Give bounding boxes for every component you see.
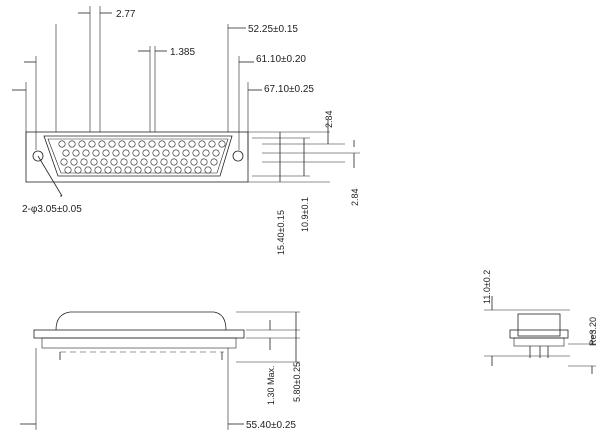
flange-width-label: 67.10±0.25 (264, 84, 314, 95)
pin-pitch-label: 2.77 (116, 9, 136, 20)
side-view: 11.0±0.2 Re3.20 (482, 270, 598, 374)
half-pitch-label: 1.385 (170, 47, 195, 58)
front-view: 2.77 52.25±0.15 1.385 61.10±0.20 67.10±0… (12, 6, 360, 255)
row-span-label: 52.25±0.15 (248, 24, 298, 35)
row-spacing-upper-label: 2.84 (324, 110, 334, 128)
overall-length-label: 55.40±0.25 (246, 420, 296, 431)
pin-row-2 (62, 149, 220, 157)
row-spacing-lower-label: 2.84 (350, 188, 360, 206)
pin-radius-label: Re3.20 (588, 317, 598, 346)
flange-height-label: 15.40±0.15 (276, 210, 286, 255)
body-height-label: 11.0±0.2 (482, 270, 492, 304)
pin-row-1 (58, 140, 226, 148)
shell-height-label: 10.9±0.1 (300, 197, 310, 232)
hole-span-label: 61.10±0.20 (256, 54, 306, 65)
mounting-holes-label: 2-φ3.05±0.05 (22, 204, 82, 215)
flange-thickness-label: 1.30 Max. (266, 365, 276, 405)
pin-row-3 (60, 158, 218, 166)
pin-row-4 (64, 166, 212, 174)
tail-length-label: 5.80±0.25 (292, 362, 302, 402)
bottom-view: 1.30 Max. 5.80±0.25 55.40±0.25 (20, 311, 302, 431)
